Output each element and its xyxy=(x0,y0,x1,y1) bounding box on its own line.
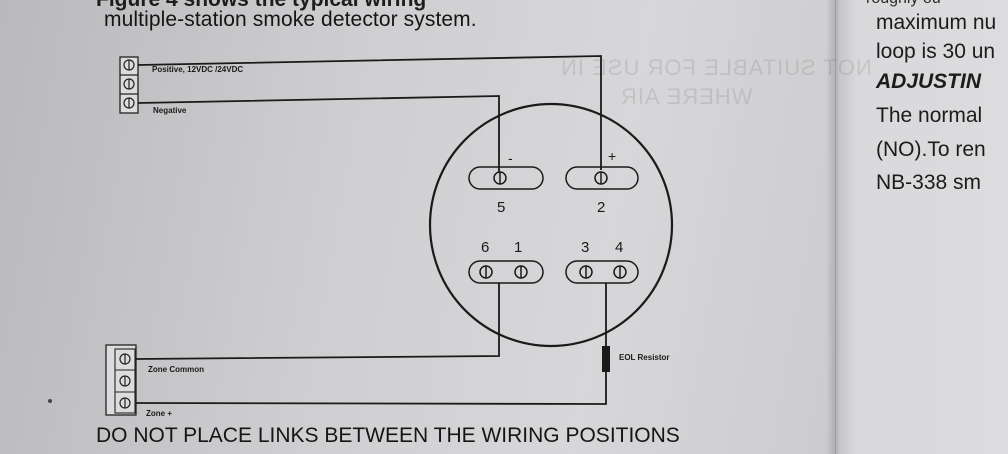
terminal-2-number: 2 xyxy=(597,199,605,216)
terminal-3-number: 3 xyxy=(581,239,589,256)
wires xyxy=(135,55,607,405)
bottom-terminal-block xyxy=(105,344,137,416)
zone-common-label: Zone Common xyxy=(148,365,204,374)
right-cut-text: roughly ou xyxy=(866,0,941,8)
right-line-5: NB-338 sm xyxy=(876,171,982,194)
terminal-4-number: 4 xyxy=(615,239,623,256)
page-fold xyxy=(826,0,840,454)
speck xyxy=(48,399,52,403)
negative-label: Negative xyxy=(153,106,187,115)
figure-caption: multiple-station smoke detector system. xyxy=(104,8,477,31)
zone-plus-wire xyxy=(135,283,607,405)
minus-sign: - xyxy=(508,150,513,166)
zone-plus-label: Zone + xyxy=(146,409,172,418)
wiring-warning: DO NOT PLACE LINKS BETWEEN THE WIRING PO… xyxy=(96,424,680,447)
right-heading: ADJUSTIN xyxy=(876,70,982,93)
plus-sign: + xyxy=(608,148,616,164)
wiring-diagram: Positive, 12VDC /24VDC Negative Zone Com… xyxy=(105,55,674,418)
terminal-5-number: 5 xyxy=(497,199,505,216)
positive-wire xyxy=(137,55,602,170)
right-line-3: The normal xyxy=(876,104,983,127)
eol-resistor xyxy=(602,346,610,372)
right-line-2: loop is 30 un xyxy=(876,40,996,63)
positive-label: Positive, 12VDC /24VDC xyxy=(152,65,243,74)
cut-heading: Figure 4 shows the typical wiring xyxy=(96,0,426,12)
top-terminal-block xyxy=(119,56,139,114)
right-line-1: maximum nu xyxy=(876,11,997,34)
terminal-6-number: 6 xyxy=(481,239,489,256)
upper-terminals xyxy=(468,166,639,190)
lower-terminals xyxy=(468,260,639,284)
terminal-1-number: 1 xyxy=(514,239,522,256)
eol-resistor-label: EOL Resistor xyxy=(619,353,670,362)
right-line-4: (NO).To ren xyxy=(876,138,986,161)
zone-common-wire xyxy=(135,283,500,360)
right-page xyxy=(835,0,1008,454)
negative-wire xyxy=(137,95,500,172)
detector-base xyxy=(428,102,674,348)
